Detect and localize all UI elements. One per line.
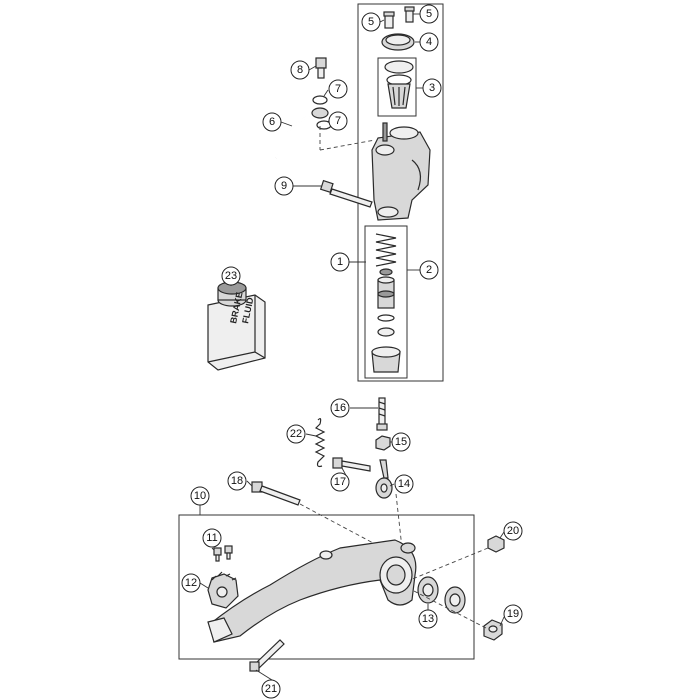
svg-text:9: 9 [281, 180, 287, 192]
svg-text:2: 2 [426, 264, 432, 276]
pedal-bearing-1 [417, 576, 439, 604]
step-plate-screws [213, 545, 233, 562]
piston-kit-frame [364, 225, 408, 379]
brake-line-path [319, 139, 376, 151]
callout-12: 12 [181, 573, 201, 593]
mounting-bolt [319, 179, 373, 208]
callout-7-lower: 7 [328, 111, 348, 131]
callout-18: 18 [227, 471, 247, 491]
clevis-fork [375, 459, 393, 499]
brake-fluid-bottle: BRAKE FLUID [207, 281, 266, 371]
clevis-bolt [332, 457, 371, 472]
callout-11: 11 [202, 528, 222, 548]
svg-text:1: 1 [337, 256, 343, 268]
piston [377, 276, 395, 309]
adjusting-screw [376, 397, 388, 431]
svg-text:13: 13 [422, 613, 434, 625]
svg-text:15: 15 [395, 436, 407, 448]
washer [377, 327, 395, 337]
pedal-axle-bolt [483, 619, 503, 641]
callout-14: 14 [394, 474, 414, 494]
reservoir-cap [381, 33, 415, 51]
dust-boot [371, 346, 401, 373]
callout-5-right: 5 [419, 4, 439, 24]
svg-text:21: 21 [265, 683, 277, 695]
callout-22: 22 [286, 424, 306, 444]
svg-text:23: 23 [225, 270, 237, 282]
callout-23: 23 [221, 266, 241, 286]
svg-text:14: 14 [398, 478, 410, 490]
foot-step-plate [207, 571, 239, 609]
callout-15: 15 [391, 432, 411, 452]
brake-line [275, 107, 329, 159]
cap-screw-right [404, 6, 415, 23]
callout-6: 6 [262, 112, 282, 132]
callout-1: 1 [330, 252, 350, 272]
callout-9: 9 [274, 176, 294, 196]
lock-nut [375, 435, 391, 451]
master-cylinder-frame [357, 3, 444, 382]
svg-text:20: 20 [507, 525, 519, 537]
svg-text:5: 5 [426, 8, 432, 20]
master-cylinder-body [371, 122, 431, 221]
svg-text:11: 11 [206, 532, 217, 544]
svg-text:6: 6 [269, 116, 275, 128]
reservoir-membrane [384, 60, 414, 109]
svg-text:17: 17 [334, 476, 346, 488]
callout-17: 17 [330, 472, 350, 492]
svg-text:7: 7 [335, 83, 341, 95]
svg-text:4: 4 [426, 36, 432, 48]
stop-bolt [249, 639, 285, 672]
svg-text:10: 10 [194, 490, 206, 502]
callout-4: 4 [419, 32, 439, 52]
svg-text:18: 18 [231, 475, 243, 487]
return-spring [314, 418, 326, 468]
svg-text:22: 22 [290, 428, 302, 440]
svg-text:5: 5 [368, 16, 374, 28]
piston-spring [375, 233, 397, 267]
pedal-bearing-2 [444, 586, 466, 614]
sealing-ring-upper [312, 95, 328, 105]
callout-5-left: 5 [361, 12, 381, 32]
callout-7-upper: 7 [328, 79, 348, 99]
svg-text:3: 3 [429, 82, 435, 94]
callout-8: 8 [290, 60, 310, 80]
banjo-bolt [315, 57, 327, 79]
brake-pedal-frame [178, 514, 475, 660]
collar-screw [487, 535, 505, 553]
reservoir-kit-frame [377, 57, 417, 117]
svg-text:7: 7 [335, 115, 341, 127]
svg-text:8: 8 [297, 64, 303, 76]
callout-3: 3 [422, 78, 442, 98]
callout-16: 16 [330, 398, 350, 418]
callout-19: 19 [503, 604, 523, 624]
svg-text:16: 16 [334, 402, 346, 414]
callout-13: 13 [418, 609, 438, 629]
piston-seal-1 [379, 268, 393, 276]
retaining-ring [377, 314, 395, 322]
svg-text:19: 19 [507, 608, 519, 620]
pedal-pivot-bolt [251, 481, 301, 506]
callout-21: 21 [261, 679, 281, 699]
callout-2: 2 [419, 260, 439, 280]
cap-screw-left [383, 11, 395, 29]
brake-pedal [207, 539, 417, 643]
callout-20: 20 [503, 521, 523, 541]
svg-text:12: 12 [185, 577, 197, 589]
callout-10: 10 [190, 486, 210, 506]
